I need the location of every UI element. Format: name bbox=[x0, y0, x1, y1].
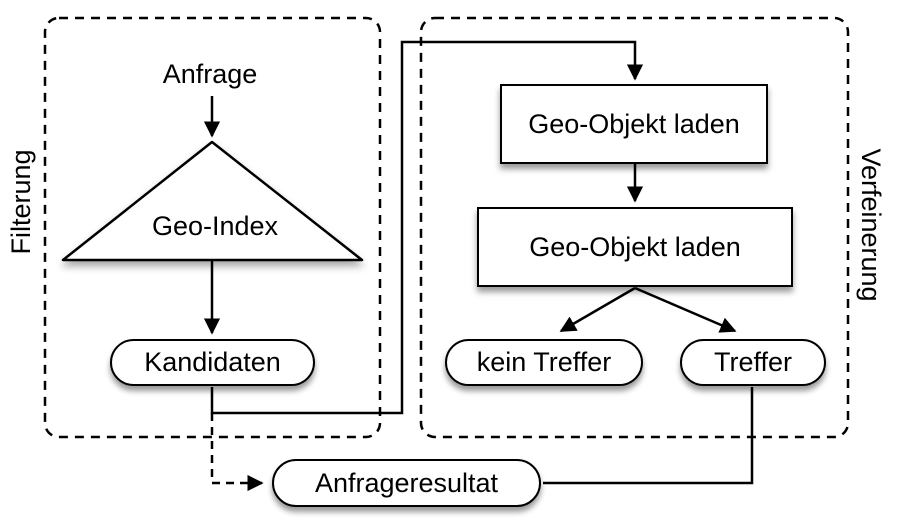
verfeinerung-group-label: Verfeinerung bbox=[856, 148, 887, 302]
kein-treffer-pill: kein Treffer bbox=[445, 339, 643, 386]
geo-objekt-laden-2-label: Geo-Objekt laden bbox=[529, 231, 741, 262]
edge-geo-objekt-laden-2-to-treffer bbox=[634, 286, 737, 333]
kein-treffer-label: kein Treffer bbox=[476, 347, 612, 377]
edge-kandidaten-to-anfrageresultat-dashed bbox=[210, 413, 264, 492]
geo-objekt-laden-2-box: Geo-Objekt laden bbox=[477, 207, 793, 287]
treffer-label: Treffer bbox=[713, 347, 793, 377]
kandidaten-pill: Kandidaten bbox=[110, 339, 315, 386]
geo-objekt-laden-1-box: Geo-Objekt laden bbox=[500, 84, 768, 164]
treffer-pill: Treffer bbox=[680, 339, 826, 386]
verfeinerung-group-border bbox=[419, 16, 850, 439]
edge-geo-objekt-laden-2-to-kein-treffer bbox=[559, 286, 636, 333]
anfrageresultat-pill: Anfrageresultat bbox=[272, 459, 541, 507]
anfrageresultat-label: Anfrageresultat bbox=[314, 467, 499, 498]
filterung-group-label: Filterung bbox=[5, 149, 36, 255]
geo-objekt-laden-1-label: Geo-Objekt laden bbox=[528, 108, 740, 139]
kandidaten-label: Kandidaten bbox=[144, 347, 281, 377]
geo-index-label: Geo-Index bbox=[151, 210, 279, 241]
filterung-group-border bbox=[43, 16, 382, 439]
geo-index-triangle bbox=[61, 140, 364, 262]
edge-treffer-to-anfrageresultat bbox=[543, 387, 754, 485]
edge-kandidaten-to-geo-objekt-laden-1 bbox=[210, 40, 644, 415]
anfrage-label: Anfrage bbox=[162, 58, 258, 89]
